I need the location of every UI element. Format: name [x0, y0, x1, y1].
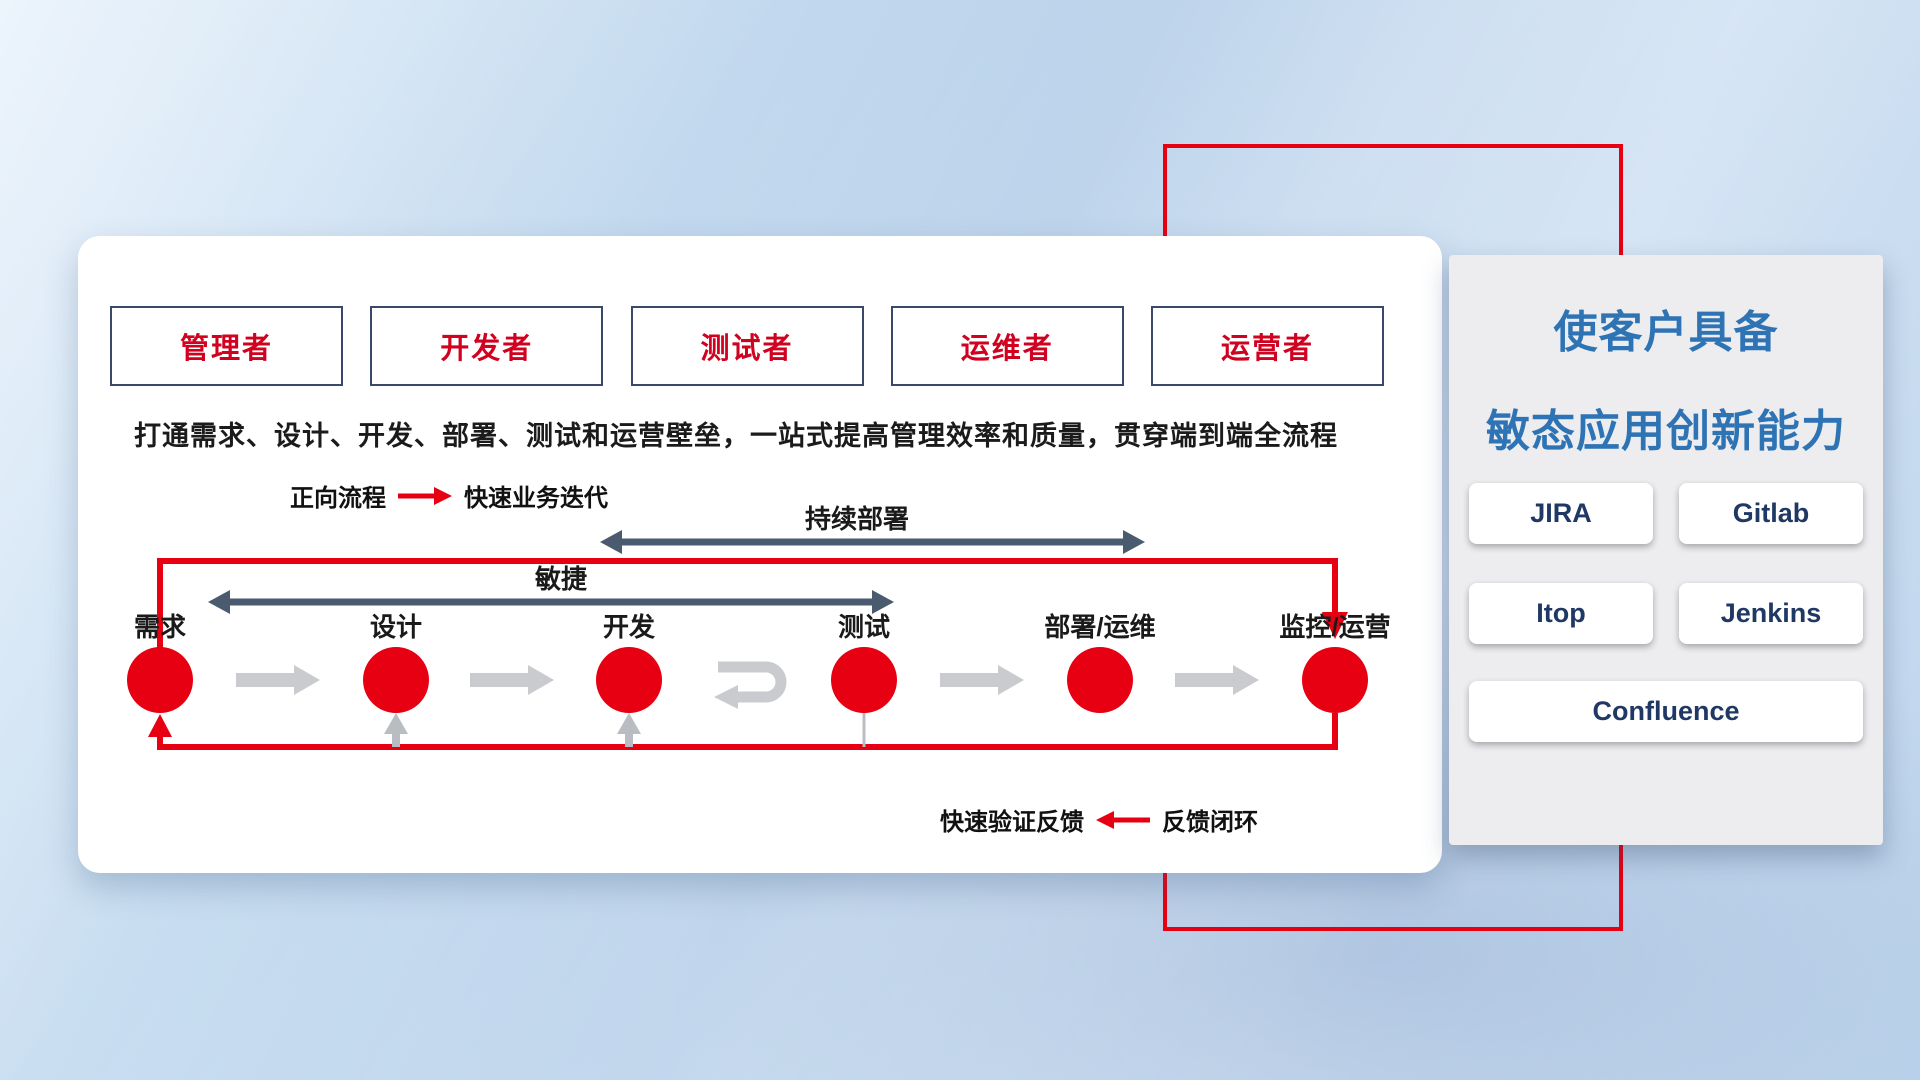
stage-labels: 需求 设计 开发 测试 部署/运维 监控/运营 — [134, 612, 1391, 642]
role-box-tester: 测试者 — [630, 306, 864, 386]
stage-nodes — [127, 647, 1368, 713]
stage-node-monitor-operate — [1302, 647, 1368, 713]
description-text: 打通需求、设计、开发、部署、测试和运营壁垒，一站式提高管理效率和质量，贯穿端到端… — [134, 421, 1338, 451]
stage-label-test: 测试 — [838, 612, 890, 642]
feedback-legend-value: 反馈闭环 — [1162, 809, 1258, 836]
agile-label: 敏捷 — [534, 564, 587, 594]
continuous-deployment-label: 持续部署 — [805, 504, 909, 534]
devops-flow-card: 管理者 开发者 测试者 运维者 运营者 打通需求、设计、开发、部署、测试和运营壁… — [78, 236, 1442, 873]
role-label: 运维者 — [960, 333, 1054, 365]
role-box-manager: 管理者 — [110, 306, 343, 386]
stage-flow-arrows — [236, 665, 1259, 695]
tool-card-confluence: Confluence — [1469, 681, 1863, 742]
stage-label-design: 设计 — [370, 612, 422, 642]
stage-node-test — [831, 647, 897, 713]
stage-node-requirements — [127, 647, 193, 713]
stage-label-monitor-operate: 监控/运营 — [1279, 612, 1390, 642]
forward-loop-line — [157, 558, 1348, 648]
feedback-legend: 快速验证反馈 反馈闭环 — [940, 802, 1258, 837]
role-box-ops: 运维者 — [890, 306, 1124, 386]
role-box-developer: 开发者 — [370, 306, 604, 386]
tool-card-jenkins: Jenkins — [1679, 583, 1863, 644]
red-arrow-left-icon — [1096, 810, 1150, 829]
forward-legend-value: 快速业务迭代 — [464, 485, 608, 512]
role-label: 开发者 — [440, 333, 534, 365]
tool-card-itop: Itop — [1469, 583, 1653, 644]
feedback-branch-arrows — [384, 713, 866, 747]
stage-label-requirements: 需求 — [134, 612, 186, 642]
forward-legend-label: 正向流程 — [290, 485, 386, 512]
red-arrow-right-icon — [398, 486, 452, 505]
tool-card-gitlab: Gitlab — [1679, 483, 1863, 544]
role-label: 管理者 — [179, 333, 273, 365]
agile-arrow: 敏捷 — [208, 564, 894, 614]
tool-card-jira: JIRA — [1469, 483, 1653, 544]
stage-label-deploy-ops: 部署/运维 — [1044, 612, 1155, 642]
stage-node-deploy-ops — [1067, 647, 1133, 713]
role-box-operator: 运营者 — [1151, 306, 1384, 386]
iteration-loop-icon — [714, 661, 787, 709]
stage-node-design — [363, 647, 429, 713]
panel-title-line2: 敏态应用创新能力 — [1486, 407, 1846, 456]
role-label: 测试者 — [700, 333, 794, 365]
feedback-loop-line — [148, 713, 1338, 750]
panel-title-line1: 使客户具备 — [1553, 308, 1779, 357]
continuous-deployment-arrow: 持续部署 — [600, 504, 1145, 554]
role-label: 运营者 — [1220, 333, 1314, 365]
feedback-legend-label: 快速验证反馈 — [940, 809, 1084, 836]
stage-label-develop: 开发 — [603, 612, 655, 642]
forward-legend: 正向流程 快速业务迭代 — [290, 478, 608, 513]
stage-node-develop — [596, 647, 662, 713]
roles-row: 管理者 开发者 测试者 运维者 运营者 — [110, 306, 1384, 386]
capability-panel: 使客户具备 敏态应用创新能力 JIRA Gitlab Itop Jenkins … — [1449, 255, 1883, 845]
